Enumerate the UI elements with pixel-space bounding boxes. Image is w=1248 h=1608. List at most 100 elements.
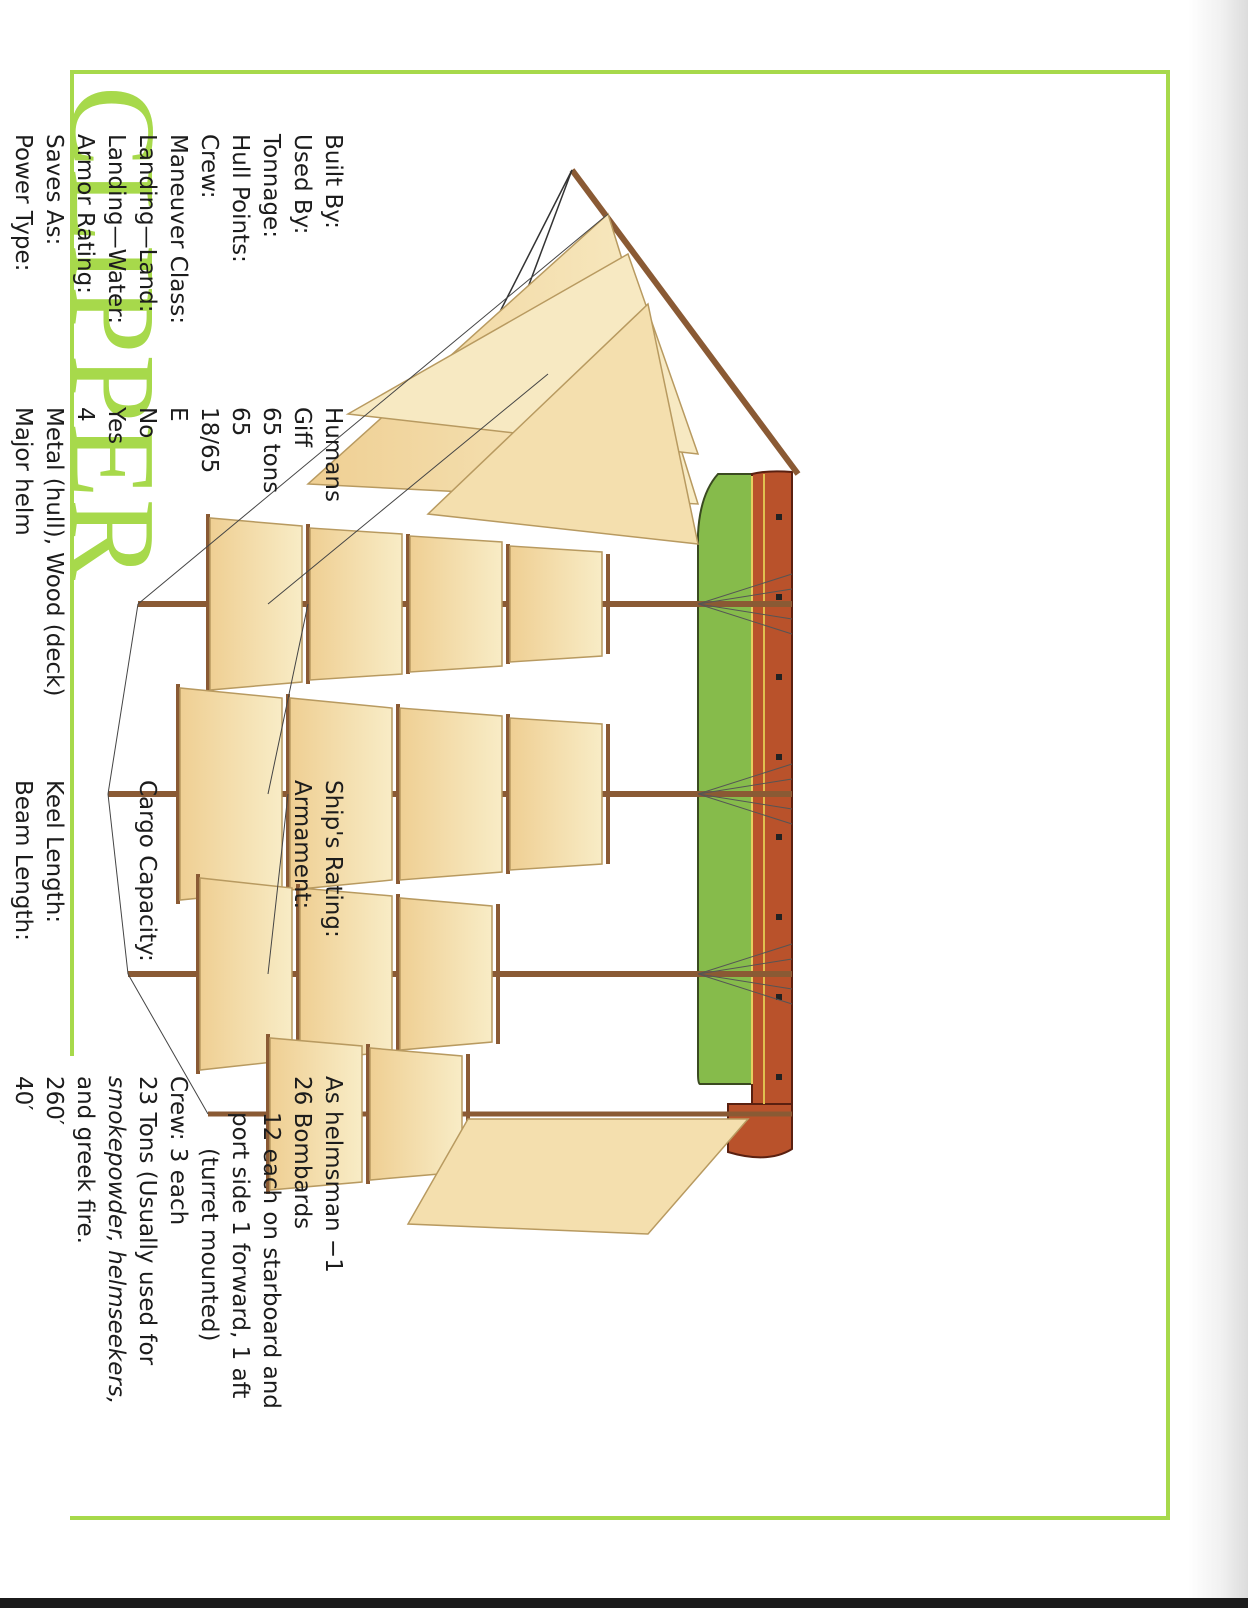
armament-detail: port side 1 forward, 1 aft — [227, 1112, 253, 1399]
square-sail — [509, 545, 603, 663]
shroud-line — [697, 603, 793, 635]
gunport — [776, 674, 782, 680]
cargo-line: 23 Tons (Usually used for — [134, 1076, 160, 1366]
hull-stern — [727, 1103, 793, 1159]
rigging-stays — [107, 213, 609, 1115]
stat-value: No — [134, 407, 160, 439]
shroud-line — [697, 763, 793, 795]
stat-value: Giff — [289, 407, 315, 448]
stat-value: Humans — [320, 407, 346, 502]
shroud-line — [697, 793, 793, 810]
gunports — [776, 514, 782, 1080]
stat-label: Built By: — [320, 134, 346, 229]
stat-label: Landing—Land: — [134, 134, 160, 313]
gunport — [776, 1074, 782, 1080]
square-sail — [289, 697, 393, 891]
spacer — [162, 780, 193, 962]
stat-value-keel: 260′ — [41, 1076, 67, 1126]
stay-line — [127, 973, 209, 1115]
hull-bottom — [697, 473, 753, 1085]
stat-value: 18/65 — [196, 407, 222, 474]
gunport — [776, 514, 782, 520]
shroud-line — [697, 973, 793, 990]
stay-line — [267, 793, 289, 975]
stat-value: 65 — [227, 407, 253, 437]
stats-labels-right: Ship's Rating: Armament: Cargo Capacity:… — [7, 780, 348, 962]
gunport — [776, 754, 782, 760]
aft-mast-sails — [269, 1037, 463, 1191]
stat-label: Landing—Water: — [103, 134, 129, 324]
square-sail — [509, 717, 603, 871]
stats-values-left: Humans Giff 65 tons 65 18/65 E No Yes 4 … — [7, 407, 348, 696]
armament-detail: 12 each on starboard and — [258, 1112, 284, 1409]
square-sail — [269, 1037, 363, 1191]
spacer — [255, 780, 286, 962]
stat-label-ships-rating: Ship's Rating: — [320, 780, 346, 938]
shroud-netting — [697, 573, 793, 1005]
stats-labels-left: Built By: Used By: Tonnage: Hull Points:… — [7, 134, 348, 324]
shroud-line — [697, 778, 793, 795]
spacer — [224, 780, 255, 962]
stat-label: Armor Rating: — [72, 134, 98, 294]
shroud-line — [697, 793, 793, 825]
shroud-line — [697, 943, 793, 975]
stat-label: Used By: — [289, 134, 315, 235]
stat-label: Saves As: — [41, 134, 67, 246]
gunport — [776, 914, 782, 920]
stat-value-armament: 26 Bombards — [289, 1076, 315, 1230]
fore-mast-sails — [209, 517, 603, 691]
stat-label: Crew: — [196, 134, 222, 199]
clipper-ship-illustration — [107, 168, 801, 1235]
stay-line — [137, 213, 609, 605]
stat-value: E — [165, 407, 191, 422]
page-edge-shadow — [1188, 0, 1248, 1608]
green-border-frame — [70, 70, 1170, 1520]
gunport — [776, 994, 782, 1000]
shroud-line — [697, 588, 793, 605]
shroud-line — [697, 958, 793, 975]
stat-label-cargo: Cargo Capacity: — [134, 780, 160, 962]
stat-label: Hull Points: — [227, 134, 253, 263]
stay-line — [107, 603, 139, 795]
shroud-line — [697, 573, 793, 605]
stay-line — [107, 793, 129, 975]
stats-values-right: As helmsman −1 26 Bombards 12 each on st… — [7, 1076, 348, 1409]
square-sail — [399, 897, 493, 1051]
hull-body — [751, 470, 793, 1105]
cargo-line-italic: smokepowder, helmseekers, — [100, 1076, 131, 1409]
stat-label-keel: Keel Length: — [41, 780, 67, 924]
stat-value: Metal (hull), Wood (deck) — [41, 407, 67, 697]
jib-sail — [426, 302, 699, 545]
stat-value: 65 tons — [258, 407, 284, 494]
stat-label: Tonnage: — [258, 134, 284, 238]
stat-value: 4 — [72, 407, 98, 422]
rotated-card: CLIPPER Built By: Used By: Tonnage: Hull… — [10, 74, 1168, 1518]
bottom-scan-strip — [0, 1598, 1248, 1608]
shroud-line — [697, 603, 793, 620]
stat-label-armament: Armament: — [289, 780, 315, 910]
cargo-line: and greek fire. — [72, 1076, 98, 1244]
spanker-sail — [406, 1118, 750, 1235]
armament-detail: (turret mounted) — [196, 1148, 222, 1342]
square-sail — [209, 517, 303, 691]
stat-value-beam: 40′ — [10, 1076, 36, 1111]
shroud-line — [697, 973, 793, 1005]
stay-line — [267, 603, 309, 795]
stat-label: Power Type: — [10, 134, 36, 272]
spacer — [193, 780, 224, 962]
square-sail — [309, 527, 403, 681]
square-sail — [409, 535, 503, 673]
spacer — [69, 780, 100, 962]
spacer — [100, 780, 131, 962]
stat-value: Yes — [103, 407, 129, 445]
square-sail — [399, 707, 503, 881]
stat-value-ships-rating: As helmsman −1 — [320, 1076, 346, 1273]
stat-label: Maneuver Class: — [165, 134, 191, 325]
cargo-italic-text: smokepowder, helmseekers, — [103, 1076, 129, 1405]
armament-crew: Crew: 3 each — [165, 1076, 191, 1226]
mizzen-mast-yards — [196, 874, 500, 1074]
stay-line — [267, 373, 549, 605]
mizzen-mast-sails — [199, 877, 493, 1071]
main-mast-sails — [179, 687, 603, 901]
stat-label-beam: Beam Length: — [10, 780, 36, 941]
